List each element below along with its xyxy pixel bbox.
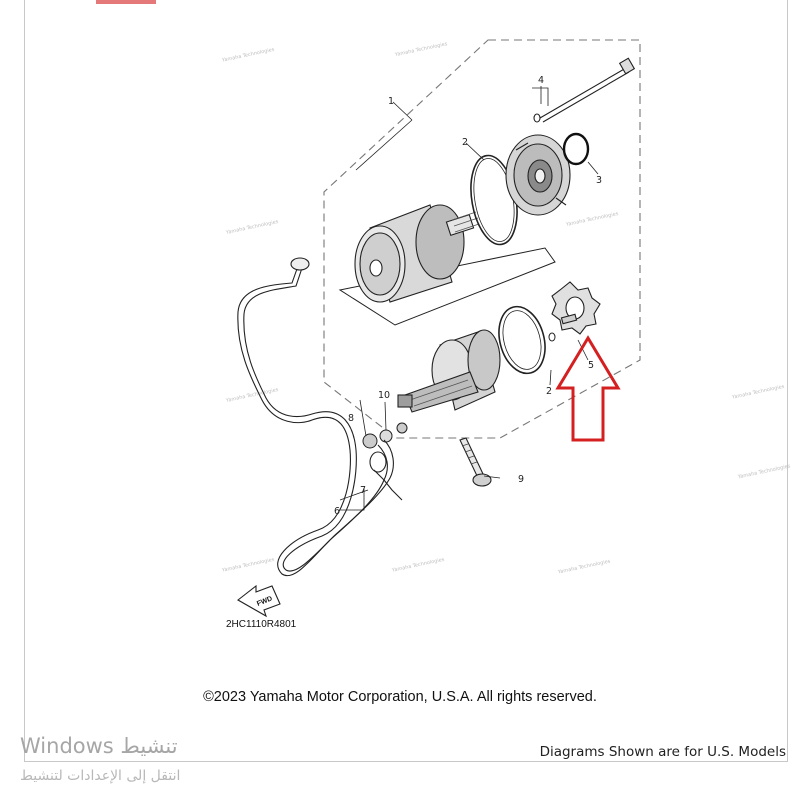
svg-text:Yamaha Technologies: Yamaha Technologies bbox=[731, 384, 786, 401]
svg-text:Yamaha Technologies: Yamaha Technologies bbox=[737, 463, 792, 480]
windows-activation-subtitle: انتقل إلى الإعدادات لتنشيط bbox=[20, 768, 181, 784]
callout-1: 1 bbox=[388, 96, 394, 107]
washer-8 bbox=[379, 429, 393, 443]
motor-platform bbox=[338, 247, 556, 326]
motor-yoke bbox=[354, 204, 480, 303]
svg-text:Yamaha Technologies: Yamaha Technologies bbox=[225, 219, 280, 236]
front-cover bbox=[505, 134, 571, 216]
models-note: Diagrams Shown are for U.S. Models bbox=[539, 744, 786, 760]
rear-cover bbox=[397, 329, 501, 413]
svg-text:Yamaha Technologies: Yamaha Technologies bbox=[394, 41, 449, 58]
diagram-frame bbox=[24, 0, 788, 762]
gear-part-5 bbox=[551, 281, 601, 335]
svg-text:Yamaha Technologies: Yamaha Technologies bbox=[221, 557, 276, 574]
svg-text:Yamaha Technologies: Yamaha Technologies bbox=[557, 558, 612, 575]
watermarks: Yamaha Technologies Yamaha Technologies … bbox=[221, 41, 792, 576]
svg-text:Yamaha Technologies: Yamaha Technologies bbox=[391, 557, 446, 574]
svg-text:Yamaha Technologies: Yamaha Technologies bbox=[565, 211, 620, 228]
svg-text:Yamaha Technologies: Yamaha Technologies bbox=[225, 387, 280, 404]
callout-5: 5 bbox=[588, 360, 594, 371]
o-ring-lower bbox=[498, 305, 546, 375]
cable-harness bbox=[237, 257, 403, 577]
callouts: 1 2 3 4 2 5 6 7 8 9 10 bbox=[334, 75, 602, 517]
fwd-arrow: FWD bbox=[237, 584, 281, 618]
callout-6: 6 bbox=[334, 506, 340, 517]
highlight-arrow bbox=[555, 335, 621, 442]
o-ring-lower-inner bbox=[502, 310, 542, 370]
callout-10: 10 bbox=[378, 390, 390, 401]
callout-7: 7 bbox=[360, 485, 366, 496]
callout-3: 3 bbox=[596, 175, 602, 186]
windows-activation-title: تنشيط Windows bbox=[20, 734, 178, 758]
nut-8 bbox=[362, 433, 378, 449]
callout-2-lower: 2 bbox=[546, 386, 552, 397]
mounting-bolt bbox=[459, 437, 492, 487]
nut-10 bbox=[396, 422, 408, 434]
top-mark bbox=[96, 0, 156, 4]
o-ring-3 bbox=[562, 132, 590, 166]
leader-lines bbox=[339, 86, 599, 511]
callout-4: 4 bbox=[538, 75, 544, 86]
diagram-code: 2HC1110R4801 bbox=[226, 619, 297, 630]
copyright-text: ©2023 Yamaha Motor Corporation, U.S.A. A… bbox=[203, 689, 597, 705]
callout-8: 8 bbox=[348, 413, 354, 424]
through-bolt bbox=[533, 57, 636, 123]
washer-small bbox=[548, 332, 556, 342]
callout-9: 9 bbox=[518, 474, 524, 485]
svg-text:Yamaha Technologies: Yamaha Technologies bbox=[221, 47, 276, 64]
callout-2-upper: 2 bbox=[462, 137, 468, 148]
